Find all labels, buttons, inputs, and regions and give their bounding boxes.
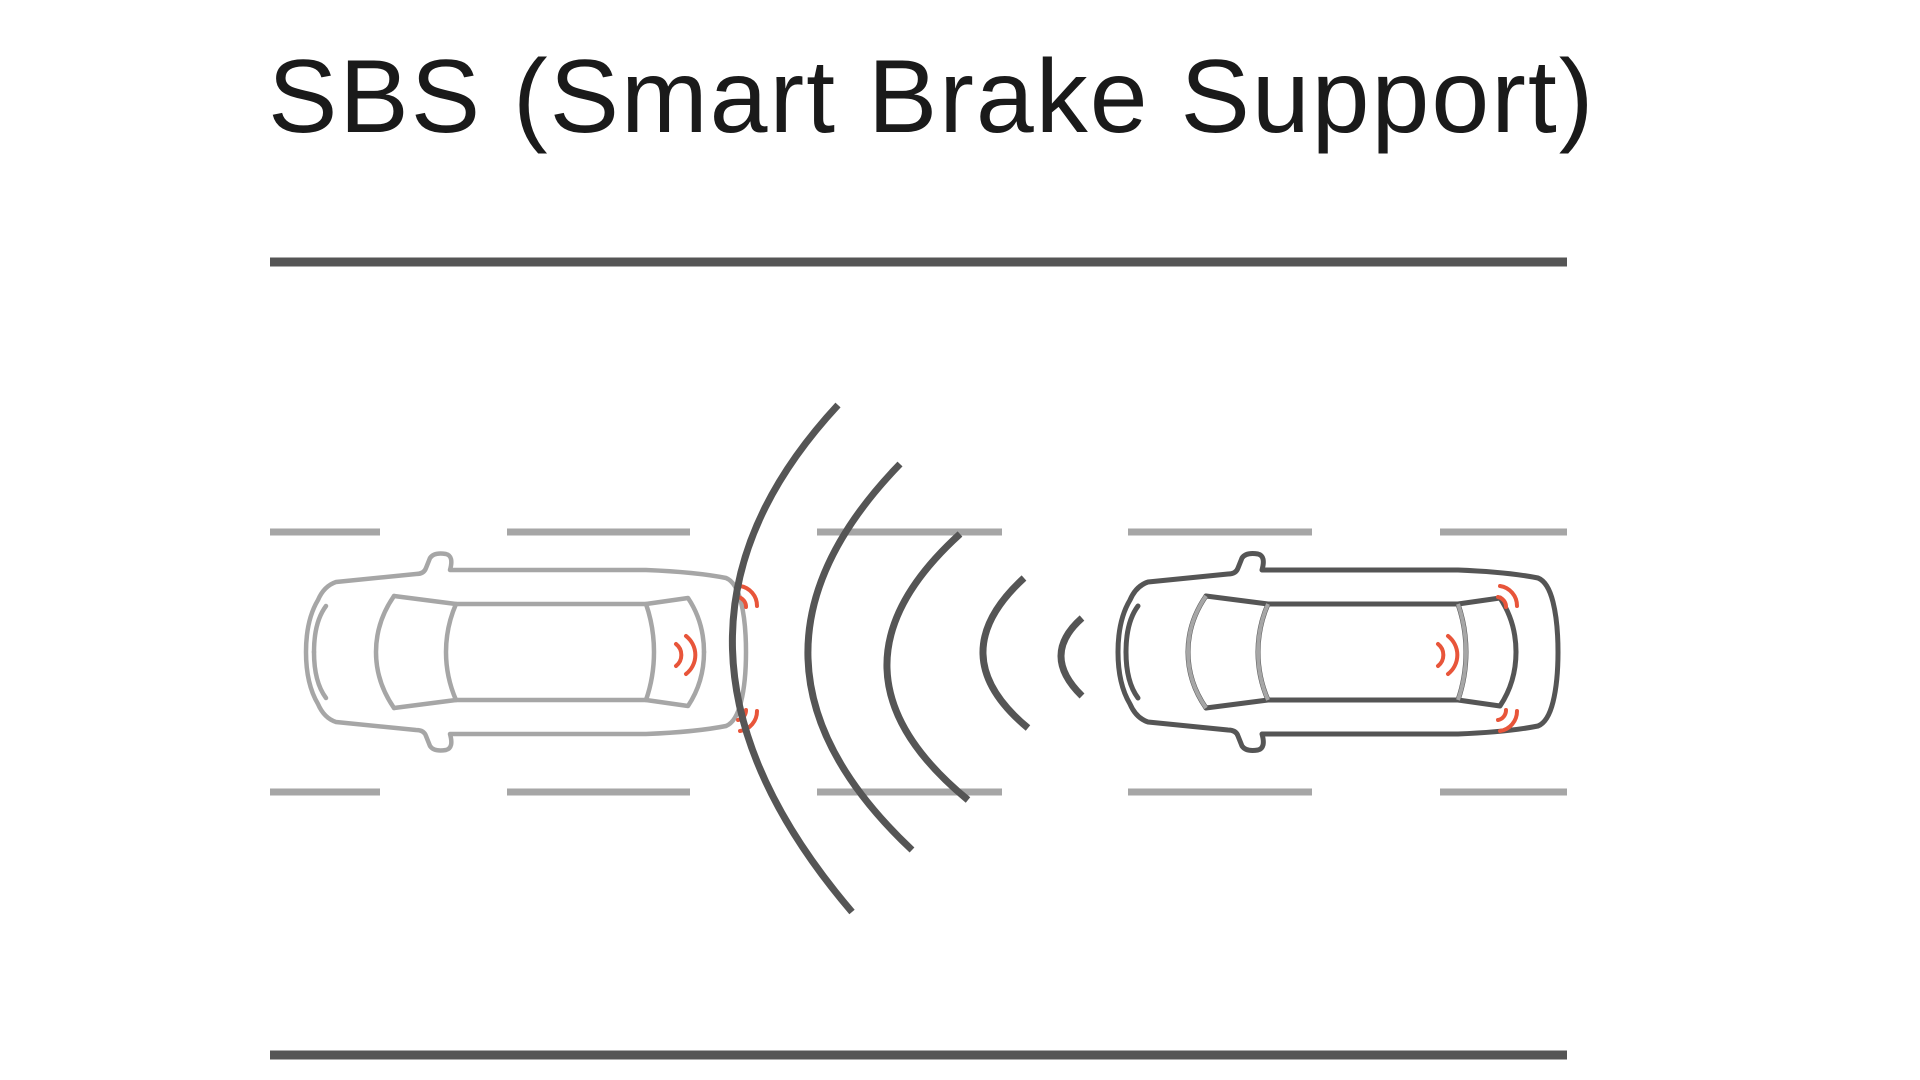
radar-wave-3	[883, 531, 971, 803]
front-car-cabin	[1186, 594, 1468, 710]
page-title: SBS (Smart Brake Support)	[268, 39, 1596, 155]
radar-wave-2	[804, 461, 915, 853]
radar-waves	[728, 402, 1085, 915]
sensor-signal-icon	[1436, 584, 1520, 733]
lane-markings	[270, 528, 1567, 796]
radar-wave-4	[979, 575, 1031, 731]
radar-wave-1	[728, 402, 855, 915]
radar-wave-5	[1057, 615, 1085, 699]
road-edges	[270, 257, 1567, 1060]
front-car	[1118, 554, 1558, 751]
